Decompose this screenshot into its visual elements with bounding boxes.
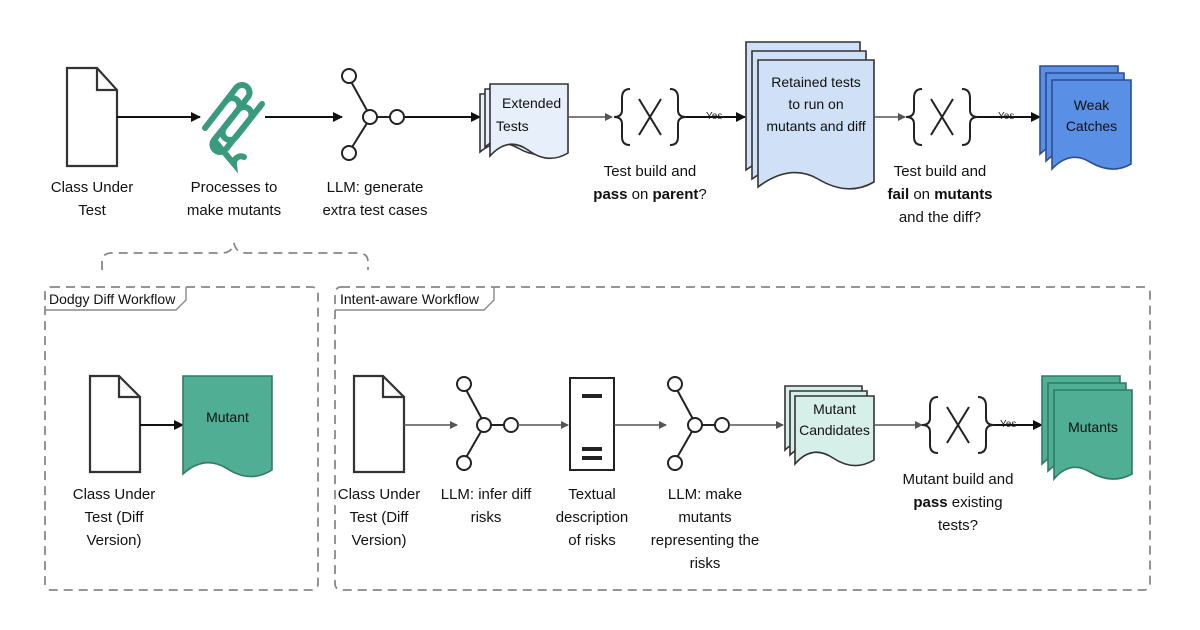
paperclip-spiral-icon bbox=[202, 82, 265, 174]
intent-aware-title-tab bbox=[335, 287, 495, 311]
existing-text: existing bbox=[947, 494, 1003, 511]
decision-3-curly-brace-x-icon bbox=[921, 396, 995, 454]
fail-bold: fail bbox=[887, 186, 910, 203]
on-text-2: on bbox=[909, 186, 935, 203]
mutants-label: Mutants bbox=[1068, 419, 1118, 435]
intent-class-under-test-document-icon bbox=[352, 374, 406, 474]
llm-generate-icon bbox=[341, 68, 405, 161]
yes-label-2: Yes bbox=[998, 111, 1015, 122]
decision-3-label: Mutant build and pass existing tests? bbox=[902, 471, 1014, 534]
processes-dashed-brace bbox=[101, 242, 369, 270]
pass-bold-2: pass bbox=[913, 494, 948, 511]
parent-bold: parent bbox=[652, 186, 699, 203]
mutant-candidates-stack bbox=[784, 385, 875, 467]
dodgy-mutant-shape bbox=[182, 375, 273, 478]
question-mark: ? bbox=[698, 186, 707, 203]
llm-infer-icon bbox=[456, 376, 519, 471]
intent-aware-workflow-title: Intent-aware Workflow bbox=[340, 291, 480, 307]
yes-label-3: Yes bbox=[1000, 419, 1017, 430]
weak-catches-stack bbox=[1039, 65, 1132, 172]
extended-tests-stack bbox=[479, 83, 569, 160]
retained-tests-label: Retained tests to run on mutants and dif… bbox=[766, 74, 866, 134]
mutants-bold: mutants bbox=[934, 186, 993, 203]
weak-catches-label: Weak Catches bbox=[1065, 97, 1118, 134]
dodgy-diff-title-tab bbox=[45, 287, 187, 311]
text-lines-document-icon bbox=[569, 377, 615, 471]
processes-label: Processes to make mutants bbox=[186, 179, 282, 219]
class-under-test-document-icon bbox=[65, 66, 119, 168]
intent-aware-workflow-frame bbox=[334, 286, 1151, 591]
extended-tests-label: Extended Tests bbox=[496, 95, 562, 134]
dodgy-diff-workflow-title: Dodgy Diff Workflow bbox=[49, 291, 176, 307]
yes-label-1: Yes bbox=[706, 111, 723, 122]
llm-infer-label: LLM: infer diff risks bbox=[440, 486, 532, 526]
dodgy-class-under-test-label: Class Under Test (Diff Version) bbox=[72, 486, 156, 549]
intent-class-under-test-label: Class Under Test (Diff Version) bbox=[337, 486, 421, 549]
decision-2-label: Test build and fail on mutants and the d… bbox=[887, 163, 993, 226]
decision-1-curly-brace-x-icon bbox=[613, 88, 687, 146]
decision-2-curly-brace-x-icon bbox=[905, 88, 979, 146]
mutant-candidates-label: Mutant Candidates bbox=[799, 401, 870, 438]
llm-generate-label: LLM: generate extra test cases bbox=[322, 179, 428, 219]
decision-1-label: Test build and pass on parent? bbox=[593, 163, 707, 203]
retained-tests-stack bbox=[745, 41, 875, 190]
textual-description-label: Textual description of risks bbox=[555, 486, 629, 549]
dodgy-mutant-label: Mutant bbox=[206, 409, 249, 425]
llm-make-mutants-icon bbox=[667, 376, 730, 471]
pass-bold: pass bbox=[593, 186, 628, 203]
llm-make-mutants-label: LLM: make mutants representing the risks bbox=[650, 486, 760, 572]
class-under-test-label: Class Under Test bbox=[50, 179, 134, 219]
mutants-stack bbox=[1041, 375, 1133, 482]
on-text: on bbox=[627, 186, 653, 203]
dodgy-class-under-test-document-icon bbox=[88, 374, 142, 474]
